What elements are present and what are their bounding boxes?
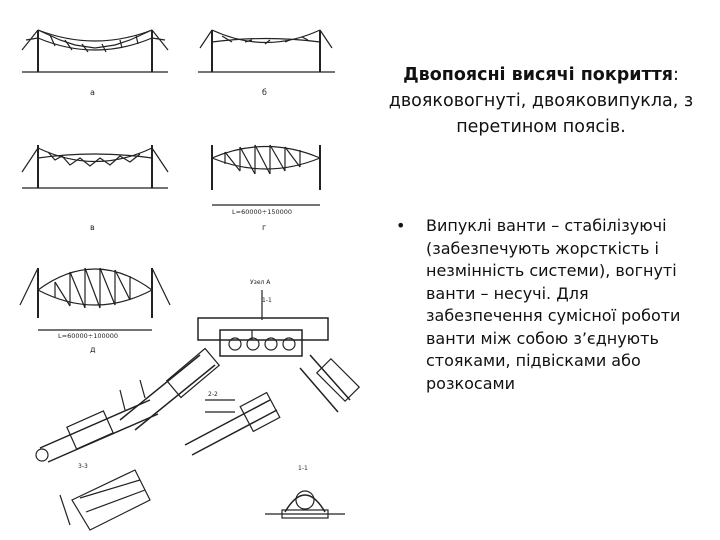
label-b: б: [262, 88, 267, 97]
section-3-3-label: 3-3: [78, 463, 88, 470]
label-v: в: [90, 223, 95, 232]
diagram-b: [198, 29, 335, 73]
bullet-text: Випуклі ванти – стабілізуючі (забезпечую…: [426, 216, 681, 393]
title-bold: Двопоясні висячі покриття: [403, 65, 674, 85]
label-g: г: [262, 223, 266, 232]
bullet-dot: •: [396, 216, 406, 235]
label-d: д: [90, 345, 96, 354]
node-detail: [119, 290, 361, 431]
cable-roof-drawings: а б в г д L=60000÷150000 L=60000÷100000 …: [19, 29, 361, 531]
diagram-v: [21, 145, 169, 189]
slide-title: Двопоясні висячі покриття: двояковогнуті…: [378, 62, 704, 140]
label-a: а: [90, 88, 95, 97]
section-2-2: [184, 391, 281, 456]
section-1-1-label: 1-1: [262, 297, 272, 304]
section-3-3: [59, 469, 151, 531]
span-label-2: L=60000÷100000: [58, 332, 118, 340]
diagram-a: [21, 29, 169, 73]
section-1-1: [265, 490, 345, 519]
section-1-4-label: 1-1: [298, 465, 308, 472]
span-label-1: L=60000÷150000: [232, 208, 292, 216]
section-2-2-label: 2-2: [208, 391, 218, 398]
diagram-g: [211, 144, 321, 206]
rod-detail: [35, 379, 159, 463]
title-rest: : двояковогнуті, двояковипукла, з перети…: [388, 65, 694, 137]
node-label: Узел А: [250, 279, 271, 286]
diagram-d: [19, 267, 171, 331]
